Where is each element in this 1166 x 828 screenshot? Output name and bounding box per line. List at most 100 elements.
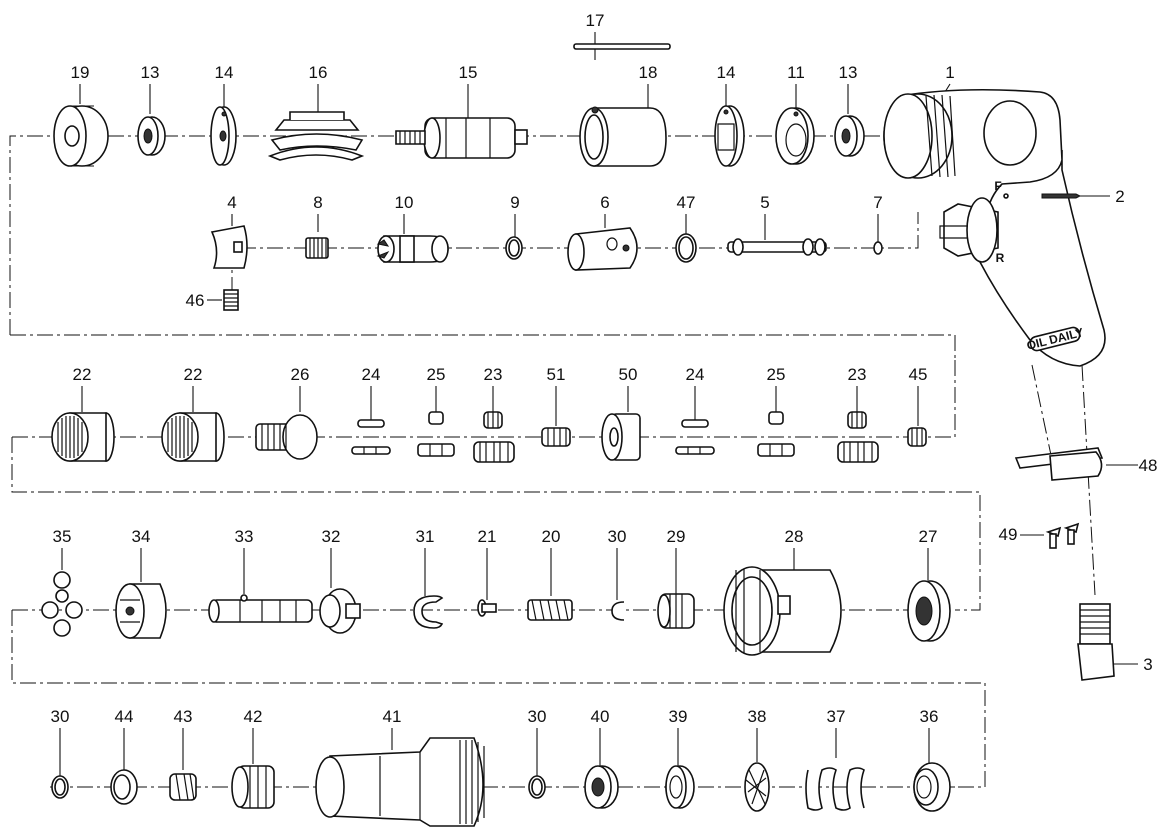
part-30-o-ring	[611, 601, 625, 621]
callout-29: 29	[667, 527, 686, 546]
callout-8: 8	[313, 193, 322, 212]
part-44-ring	[110, 769, 138, 805]
callout-51: 51	[547, 365, 566, 384]
callout-24: 24	[362, 365, 381, 384]
callout-32: 32	[322, 527, 341, 546]
part-22-gear-ring	[51, 412, 115, 462]
part-9-o-ring	[505, 236, 523, 260]
callout-36: 36	[920, 707, 939, 726]
part-2-pin	[1041, 193, 1082, 199]
callout-24: 24	[686, 365, 705, 384]
part-34-clutch-cam	[115, 583, 167, 639]
callout-18: 18	[639, 63, 658, 82]
part-24-pins-2	[675, 419, 715, 455]
part-5-valve-stem	[727, 238, 827, 256]
part-46-set-screw	[223, 289, 239, 311]
callout-5: 5	[760, 193, 769, 212]
part-4-button	[210, 225, 248, 269]
callout-23: 23	[848, 365, 867, 384]
callout-22: 22	[184, 365, 203, 384]
assembly-lines	[9, 135, 1096, 788]
part-27-bearing	[907, 580, 951, 642]
callout-3: 3	[1143, 655, 1152, 674]
part-30-o-ring-2	[51, 775, 69, 799]
part-48-base-plate	[1014, 447, 1104, 481]
part-39-bushing	[665, 765, 695, 809]
callout-22: 22	[73, 365, 92, 384]
callout-4: 4	[227, 193, 236, 212]
part-18-cylinder	[579, 106, 667, 167]
part-19-end-plate	[53, 105, 109, 167]
forward-marker: F	[994, 179, 1001, 193]
callout-40: 40	[591, 707, 610, 726]
part-35-balls	[41, 571, 83, 637]
part-21-pin	[477, 599, 497, 617]
part-23-planet-gears	[473, 411, 515, 463]
callout-30: 30	[51, 707, 70, 726]
part-47-o-ring	[675, 233, 697, 263]
callout-35: 35	[53, 527, 72, 546]
callout-21: 21	[478, 527, 497, 546]
part-6-sleeve	[567, 227, 638, 271]
part-25-rollers-2	[757, 411, 795, 457]
callout-numbers: 19 13 14 16 15 17 18 14 11 13 1 2 4 8 10…	[51, 11, 1158, 726]
callout-45: 45	[909, 365, 928, 384]
part-45-gear	[907, 427, 927, 447]
part-3-air-inlet	[1077, 603, 1115, 681]
callout-34: 34	[132, 527, 151, 546]
callout-33: 33	[235, 527, 254, 546]
part-30-o-ring-3	[528, 775, 546, 799]
callout-49: 49	[999, 525, 1018, 544]
part-31-retaining-ring	[413, 595, 444, 629]
callout-44: 44	[115, 707, 134, 726]
callout-37: 37	[827, 707, 846, 726]
part-8-spring	[305, 237, 329, 259]
callout-23: 23	[484, 365, 503, 384]
callout-39: 39	[669, 707, 688, 726]
part-51-gear	[541, 427, 571, 447]
callout-7: 7	[873, 193, 882, 212]
part-43-spring	[169, 773, 197, 801]
callout-20: 20	[542, 527, 561, 546]
callout-27: 27	[919, 527, 938, 546]
callout-25: 25	[427, 365, 446, 384]
part-10-valve	[376, 235, 449, 263]
part-16-blades	[267, 111, 365, 161]
callout-41: 41	[383, 707, 402, 726]
callout-14: 14	[215, 63, 234, 82]
callout-42: 42	[244, 707, 263, 726]
callout-30: 30	[608, 527, 627, 546]
callout-13: 13	[141, 63, 160, 82]
reverse-marker: R	[996, 251, 1005, 265]
part-26-spindle	[255, 414, 318, 460]
callout-9: 9	[510, 193, 519, 212]
callout-28: 28	[785, 527, 804, 546]
callout-48: 48	[1139, 456, 1158, 475]
callout-2: 2	[1115, 187, 1124, 206]
callout-31: 31	[416, 527, 435, 546]
callout-47: 47	[677, 193, 696, 212]
callout-50: 50	[619, 365, 638, 384]
part-33-shaft	[208, 594, 313, 623]
callout-30: 30	[528, 707, 547, 726]
part-42-bushing	[231, 765, 275, 809]
callout-1: 1	[945, 63, 954, 82]
part-32-clutch	[319, 588, 361, 634]
part-28-housing	[723, 566, 842, 656]
part-22-gear-ring-2	[161, 412, 225, 462]
part-41-output-sleeve	[315, 737, 485, 827]
callout-16: 16	[309, 63, 328, 82]
part-17-pin	[573, 43, 671, 50]
part-37-spring	[805, 767, 865, 811]
callout-6: 6	[600, 193, 609, 212]
part-13-rear-bearing	[834, 115, 865, 157]
callout-11: 11	[787, 63, 805, 82]
part-13-bearing	[137, 116, 166, 156]
part-25-rollers	[417, 411, 455, 457]
callout-13: 13	[839, 63, 858, 82]
part-23-planet-gears-2	[837, 411, 879, 463]
part-11-plate	[775, 107, 815, 165]
part-29-bearing	[657, 593, 695, 629]
part-38-thrust-bearing	[744, 762, 770, 812]
